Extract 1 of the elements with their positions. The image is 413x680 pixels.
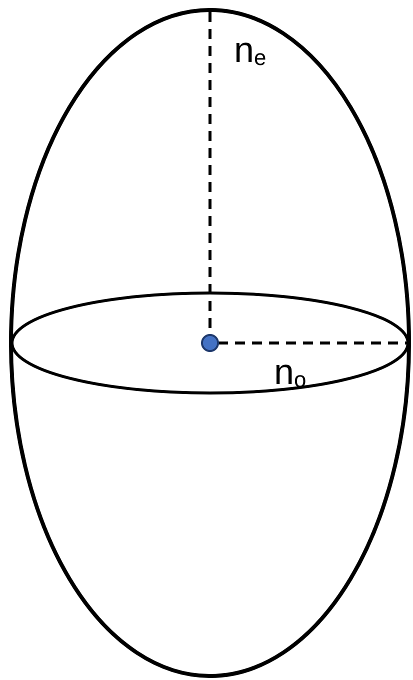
axis-label: n$_{e}$ (234, 30, 266, 70)
